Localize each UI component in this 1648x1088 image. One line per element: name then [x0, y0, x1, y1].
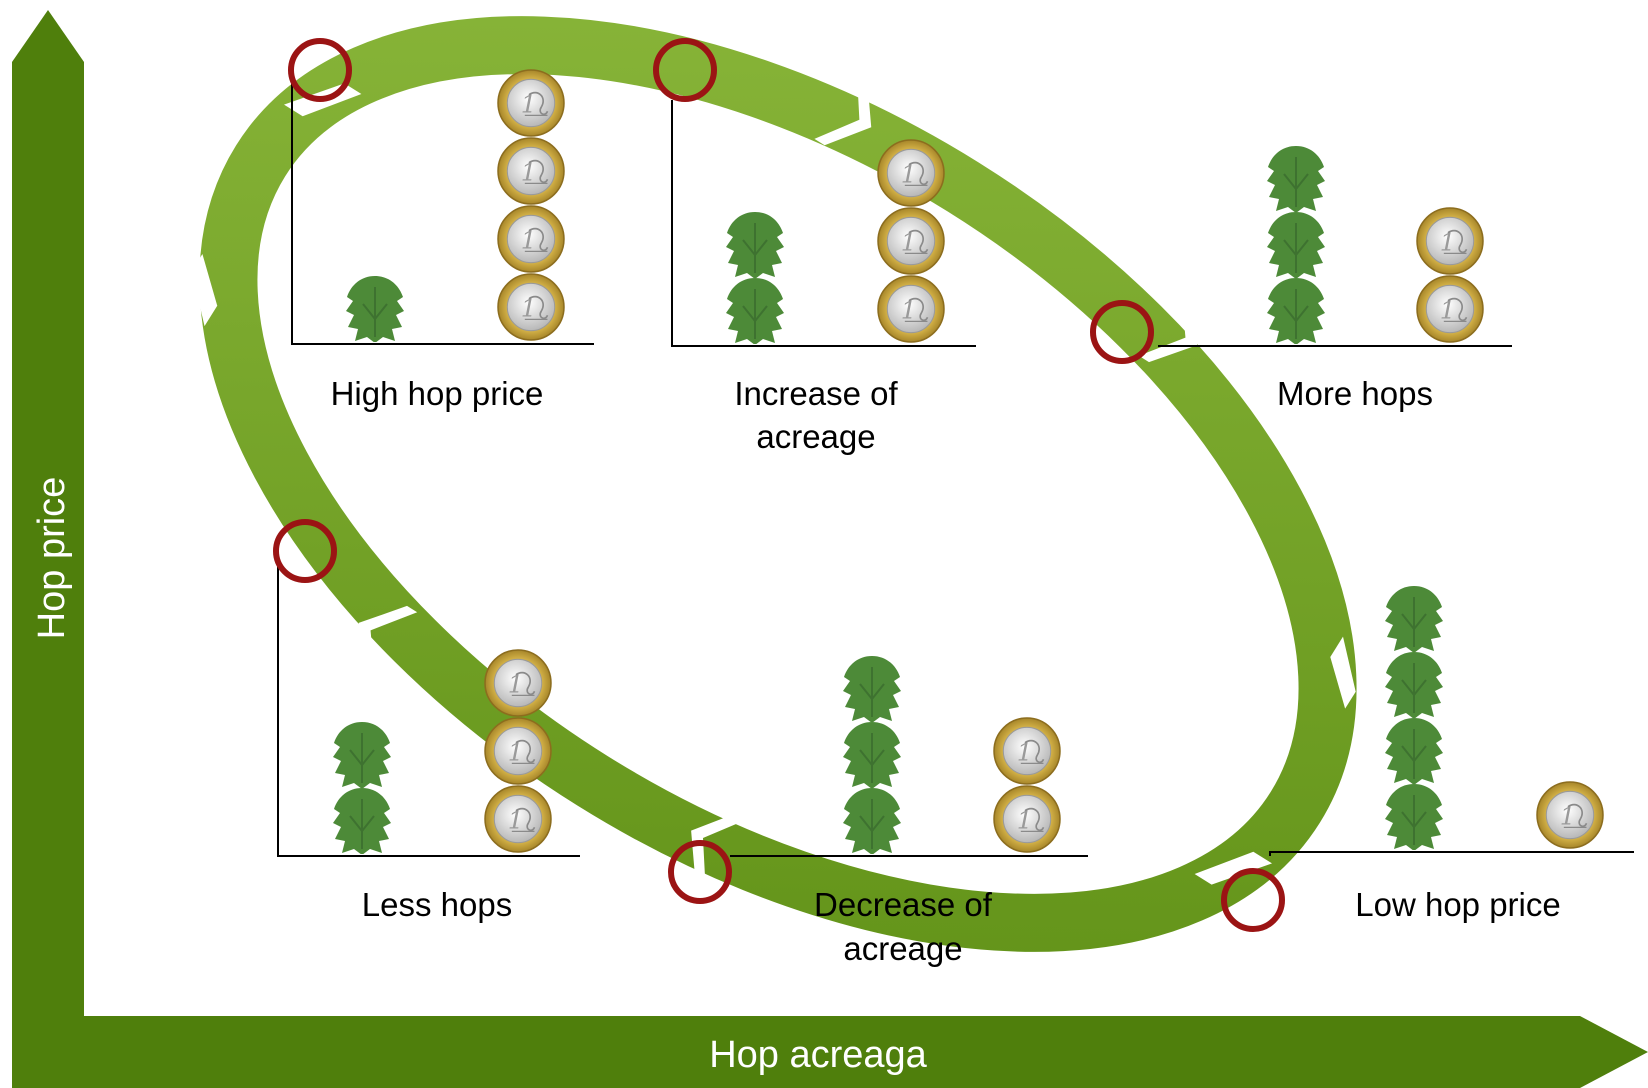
marker-circle-icon: [653, 38, 717, 102]
marker-circle-icon: [288, 38, 352, 102]
stage-label-decrease-of-acreage-line2: acreage: [843, 930, 962, 967]
stage-label-less-hops: Less hops: [362, 886, 512, 923]
euro-coin-icon: [484, 649, 552, 717]
stage-labels: High hop price Increase of acreage More …: [331, 375, 1561, 967]
hop-cone-icon: [1266, 212, 1326, 278]
marker-circles: [273, 38, 1285, 932]
hop-cone-icon: [1266, 278, 1326, 344]
stage-frames: [277, 80, 1634, 857]
euro-coin-icon: [484, 717, 552, 785]
hop-cone-icon: [842, 656, 902, 722]
cycle-arrow-ring: [191, 16, 1357, 952]
euro-coin-icon: [877, 207, 945, 275]
hop-cone-icon: [332, 788, 392, 854]
stage-label-low-hop-price: Low hop price: [1355, 886, 1560, 923]
stage-label-increase-of-acreage-line1: Increase of: [734, 375, 898, 412]
stage-label-high-hop-price: High hop price: [331, 375, 544, 412]
euro-coin-icon: [993, 717, 1061, 785]
euro-coin-icon: [484, 785, 552, 853]
x-axis-arrow: [12, 1016, 1648, 1088]
hop-cone-icon: [1384, 784, 1444, 850]
euro-coin-icon: [497, 137, 565, 205]
stage-label-increase-of-acreage-line2: acreage: [756, 418, 875, 455]
stage-label-decrease-of-acreage-line1: Decrease of: [814, 886, 993, 923]
euro-coin-icon: [877, 139, 945, 207]
hop-cone-icon: [725, 212, 785, 278]
hop-cone-icon: [842, 788, 902, 854]
euro-coin-icon: [877, 275, 945, 343]
marker-circle-icon: [1090, 300, 1154, 364]
euro-coin-icon: [1416, 275, 1484, 343]
y-axis-arrow: [12, 10, 84, 1088]
hop-cone-icon: [1384, 586, 1444, 652]
euro-coin-icon: [993, 785, 1061, 853]
marker-circle-icon: [273, 519, 337, 583]
hop-cone-icon: [725, 278, 785, 344]
x-axis-label: Hop acreaga: [709, 1034, 927, 1076]
euro-coin-icon: [497, 205, 565, 273]
euro-coin-icon: [1416, 207, 1484, 275]
euro-coin-icon: [1536, 781, 1604, 849]
marker-circle-icon: [668, 840, 732, 904]
hop-cone-icon: [842, 722, 902, 788]
euro-coin-icon: [497, 273, 565, 341]
hop-cone-icon: [345, 276, 405, 342]
hop-cone-icon: [332, 722, 392, 788]
hop-cone-icon: [1384, 718, 1444, 784]
stage-label-more-hops: More hops: [1277, 375, 1433, 412]
euro-coin-icon: [497, 69, 565, 137]
hop-cone-icon: [1266, 146, 1326, 212]
marker-circle-icon: [1221, 868, 1285, 932]
y-axis-label: Hop price: [31, 477, 73, 640]
hop-cone-icon: [1384, 652, 1444, 718]
